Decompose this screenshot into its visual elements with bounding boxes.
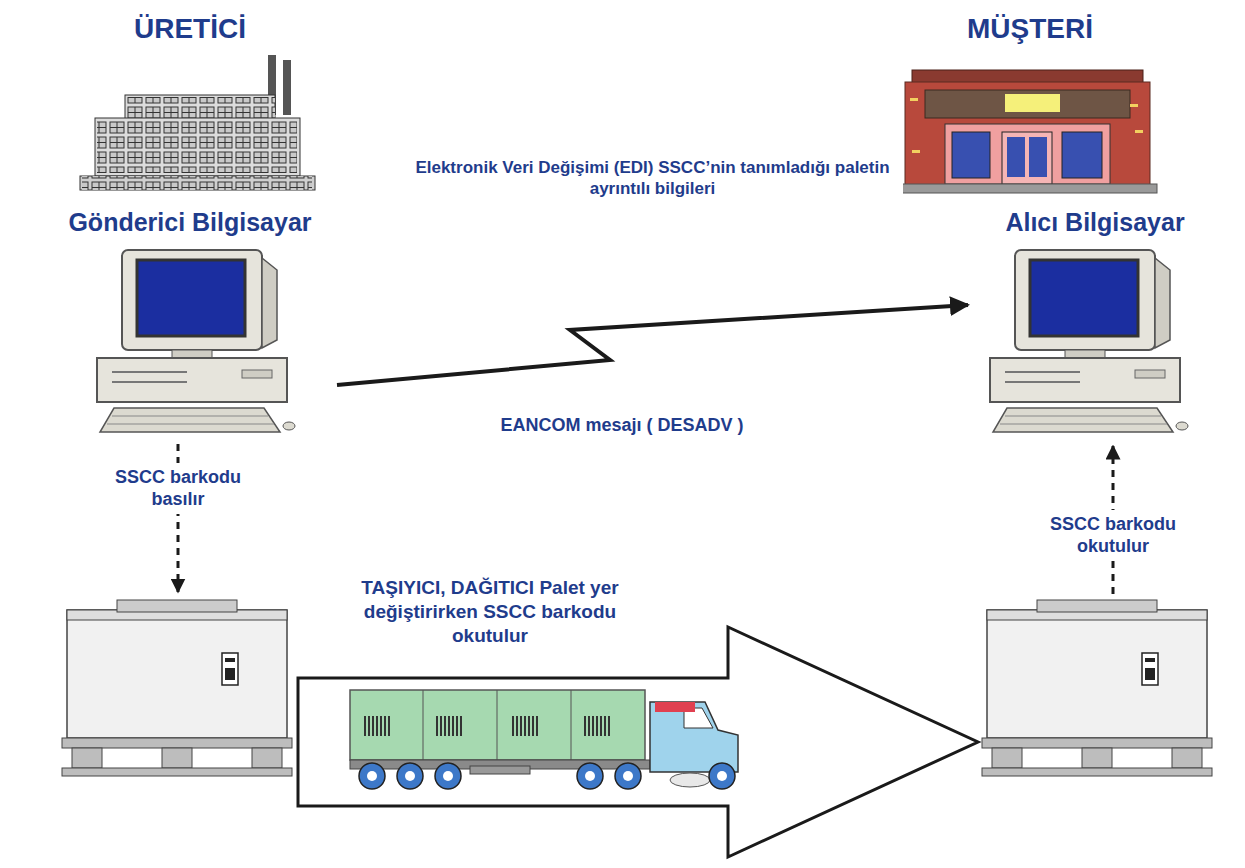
truck-figure-part bbox=[650, 702, 738, 772]
edge-label: SSCC barkodu okutulur bbox=[1038, 510, 1188, 561]
truck-figure-part-part bbox=[577, 763, 603, 789]
edi-connector bbox=[337, 305, 968, 385]
truck-figure-part bbox=[497, 690, 498, 760]
truck-figure-part bbox=[436, 716, 464, 736]
factory-figure-part bbox=[97, 121, 297, 173]
factory-figure-part bbox=[95, 118, 300, 176]
truck-figure bbox=[350, 690, 738, 789]
computer-figure-part bbox=[97, 250, 295, 432]
truck-figure-part-part bbox=[585, 771, 595, 781]
truck-figure-part bbox=[670, 773, 710, 787]
truck-figure-part-part bbox=[435, 763, 461, 789]
truck-figure-part-part bbox=[615, 763, 641, 789]
customer-node: MÜŞTERİ bbox=[900, 10, 1160, 195]
truck-figure-part-part bbox=[717, 771, 727, 781]
truck-figure-part-part bbox=[623, 771, 633, 781]
factory-figure-part bbox=[125, 95, 275, 120]
truck-figure-part bbox=[510, 716, 538, 736]
factory-figure-part bbox=[283, 60, 291, 115]
truck-figure-part bbox=[655, 702, 695, 712]
node-heading: ÜRETİCİ bbox=[128, 10, 252, 48]
producer-node: ÜRETİCİ bbox=[70, 10, 310, 195]
computer-figure-part bbox=[990, 250, 1188, 432]
computer-node: Alıcı Bilgisayar bbox=[970, 205, 1220, 440]
truck-figure-part-part bbox=[709, 763, 735, 789]
pallet-figure-part bbox=[982, 600, 1212, 776]
truck-figure-part bbox=[470, 766, 530, 774]
truck-figure-part-part bbox=[367, 771, 377, 781]
store-figure-part bbox=[1135, 130, 1143, 133]
computer-figure bbox=[990, 250, 1188, 432]
pallet-figure bbox=[62, 600, 292, 776]
pallet-figure-part bbox=[62, 600, 292, 776]
factory-figure-part bbox=[82, 176, 312, 190]
store-figure-part bbox=[912, 150, 920, 153]
truck-figure-part-part bbox=[359, 763, 385, 789]
store-figure-part bbox=[1062, 132, 1102, 178]
factory-figure-part bbox=[125, 97, 275, 119]
store-figure-part bbox=[905, 82, 1150, 186]
store-figure-part bbox=[945, 124, 1110, 184]
truck-figure-part bbox=[362, 716, 390, 736]
edge-label: TAŞIYICI, DAĞITICI Palet yer değiştirirk… bbox=[330, 573, 650, 650]
transport-arrow bbox=[298, 627, 978, 857]
store-figure-part bbox=[910, 98, 918, 101]
store-figure-part bbox=[1029, 137, 1047, 177]
pallet-node bbox=[982, 598, 1212, 778]
store-figure-part bbox=[1007, 137, 1025, 177]
store-figure-part bbox=[1005, 94, 1060, 112]
store-figure-part bbox=[925, 90, 1130, 118]
computer-figure bbox=[97, 250, 295, 432]
edge-label: SSCC barkodu basılır bbox=[103, 463, 253, 514]
truck-figure-part-part bbox=[443, 771, 453, 781]
pallet-node bbox=[62, 598, 292, 778]
store-figure-part bbox=[1130, 104, 1138, 107]
store-figure-part bbox=[1002, 132, 1052, 184]
node-heading: MÜŞTERİ bbox=[961, 10, 1099, 48]
truck-figure-part bbox=[350, 690, 645, 760]
computer-node: Gönderici Bilgisayar bbox=[45, 205, 335, 440]
store-figure bbox=[898, 70, 1157, 193]
truck-figure-part bbox=[367, 771, 727, 781]
truck-figure-part bbox=[423, 690, 424, 760]
factory-figure-part bbox=[80, 176, 315, 190]
edge-label: Elektronik Veri Değişimi (EDI) SSCC’nin … bbox=[403, 154, 903, 203]
truck-figure-part-part bbox=[397, 763, 423, 789]
truck-figure-part bbox=[359, 763, 735, 789]
message-label: EANCOM mesajı ( DESADV ) bbox=[494, 411, 749, 440]
pallet-figure bbox=[982, 600, 1212, 776]
node-heading: Gönderici Bilgisayar bbox=[62, 205, 317, 239]
factory-figure bbox=[80, 55, 315, 190]
truck-figure-part bbox=[571, 690, 572, 760]
truck-figure-part-part bbox=[405, 771, 415, 781]
truck-figure-part bbox=[584, 716, 612, 736]
store-figure-part bbox=[898, 184, 1157, 193]
node-heading: Alıcı Bilgisayar bbox=[999, 205, 1190, 239]
store-figure-part bbox=[952, 132, 990, 178]
